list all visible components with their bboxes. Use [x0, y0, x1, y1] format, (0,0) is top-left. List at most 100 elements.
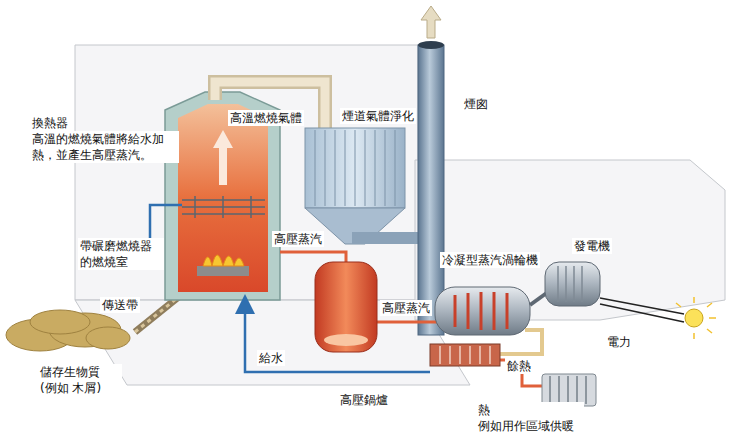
furnace: [182, 196, 265, 218]
condenser: [469, 346, 471, 364]
radiator: [567, 376, 569, 404]
steam-turbine: [493, 292, 496, 330]
condenser: [440, 346, 490, 364]
wood-pile: [86, 327, 130, 349]
flow-label: 高壓蒸汽: [380, 300, 432, 316]
radiator: [550, 376, 586, 404]
flue-gas-cleaner: [315, 130, 316, 206]
furnace: [178, 104, 268, 292]
boiler-drum: [324, 334, 368, 346]
wood-pile: [6, 310, 130, 351]
condenser: [430, 344, 500, 366]
flue-gas-cleaner: [325, 130, 326, 206]
furnace: [203, 255, 244, 266]
component-label: 煙囪: [462, 96, 490, 112]
condenser: [459, 346, 461, 364]
component-label: 冷凝型蒸汽渦輪機: [440, 252, 540, 268]
component-label: 高溫燃燒氣體: [228, 110, 304, 126]
power-lines: [600, 304, 684, 322]
flow-label: 電力: [605, 334, 633, 350]
steam-turbine: [454, 295, 457, 327]
chimney: [421, 6, 441, 38]
flue-gas-cleaner: [375, 130, 376, 206]
radiator: [585, 376, 587, 404]
building-outline: [75, 45, 725, 385]
light-bulb: [676, 297, 716, 339]
steam-pipes: [280, 252, 542, 386]
generator: [557, 266, 559, 302]
waste-heat-line: [500, 330, 542, 354]
light-bulb: [676, 297, 716, 339]
component-label: 儲存生物質 (例如 木屑): [38, 364, 122, 396]
generator: [545, 262, 600, 306]
flue-gas-cleaner: [345, 130, 346, 206]
condenser: [489, 346, 491, 364]
flue-duct: [215, 82, 325, 130]
chimney: [418, 41, 444, 49]
steam-pipes: [377, 321, 437, 324]
waste-heat-line: [500, 330, 542, 354]
radiator: [558, 376, 560, 404]
component-label: 帶碾磨燃燒器 的燃燒室: [78, 238, 164, 270]
flue-gas-cleaner: [315, 130, 395, 206]
radiator: [576, 376, 578, 404]
light-bulb: [676, 303, 681, 307]
chimney: [418, 6, 444, 335]
steam-turbine: [455, 292, 507, 330]
flue-gas-cleaner: [395, 130, 396, 206]
condenser: [439, 346, 441, 364]
steam-turbine: [480, 292, 483, 330]
steam-turbine: [467, 293, 470, 329]
steam-turbine: [435, 287, 548, 335]
furnace: [250, 196, 252, 218]
building-outline: [75, 45, 418, 300]
condenser: [449, 346, 451, 364]
flue-gas-cleaner: [305, 128, 405, 208]
component-heading: 換熱器: [30, 115, 70, 131]
light-bulb: [707, 303, 712, 307]
flue-gas-cleaner: [385, 130, 386, 206]
light-bulb: [707, 329, 712, 333]
generator: [581, 266, 583, 302]
wood-pile: [30, 310, 90, 334]
furnace: [213, 130, 233, 185]
light-bulb: [693, 297, 695, 303]
light-bulb: [693, 333, 695, 339]
flue-duct: [215, 82, 325, 130]
generator: [565, 266, 567, 302]
power-lines: [600, 298, 684, 322]
steam-turbine: [506, 293, 509, 329]
flow-label: 熱 例如用作區域供暖: [476, 402, 584, 434]
component-label: 高壓鍋爐: [338, 392, 390, 408]
flow-label: 餘熱: [505, 358, 533, 374]
condenser: [479, 346, 481, 364]
feedwater-pipe: [150, 205, 430, 372]
radiator: [549, 376, 551, 404]
condenser: [430, 344, 500, 366]
furnace: [194, 196, 196, 218]
flue-duct: [215, 82, 325, 130]
flow-label: 高壓蒸汽: [272, 231, 324, 247]
light-bulb: [709, 317, 716, 319]
component-label: 發電機: [572, 238, 612, 254]
flue-gas-cleaner: [305, 128, 425, 244]
generator: [573, 266, 575, 302]
boiler-drum: [315, 262, 377, 352]
light-bulb: [685, 309, 703, 327]
flow-label: 給水: [257, 350, 285, 366]
component-label: 傳送帶: [100, 297, 140, 313]
steam-turbine: [435, 287, 530, 335]
description-text: 高溫的燃燒氣體將給水加 熱，並產生高壓蒸汽。: [30, 131, 179, 163]
flue-gas-cleaner: [352, 232, 425, 244]
furnace: [222, 196, 224, 218]
generator: [545, 262, 600, 306]
boiler-drum: [315, 262, 377, 352]
flue-gas-cleaner: [365, 130, 366, 206]
flue-gas-cleaner: [355, 130, 356, 206]
chimney: [418, 45, 444, 335]
component-label: 煙道氣體淨化: [340, 108, 416, 124]
steam-pipes: [280, 252, 346, 262]
generator: [558, 266, 582, 302]
flue-gas-cleaner: [335, 130, 336, 206]
